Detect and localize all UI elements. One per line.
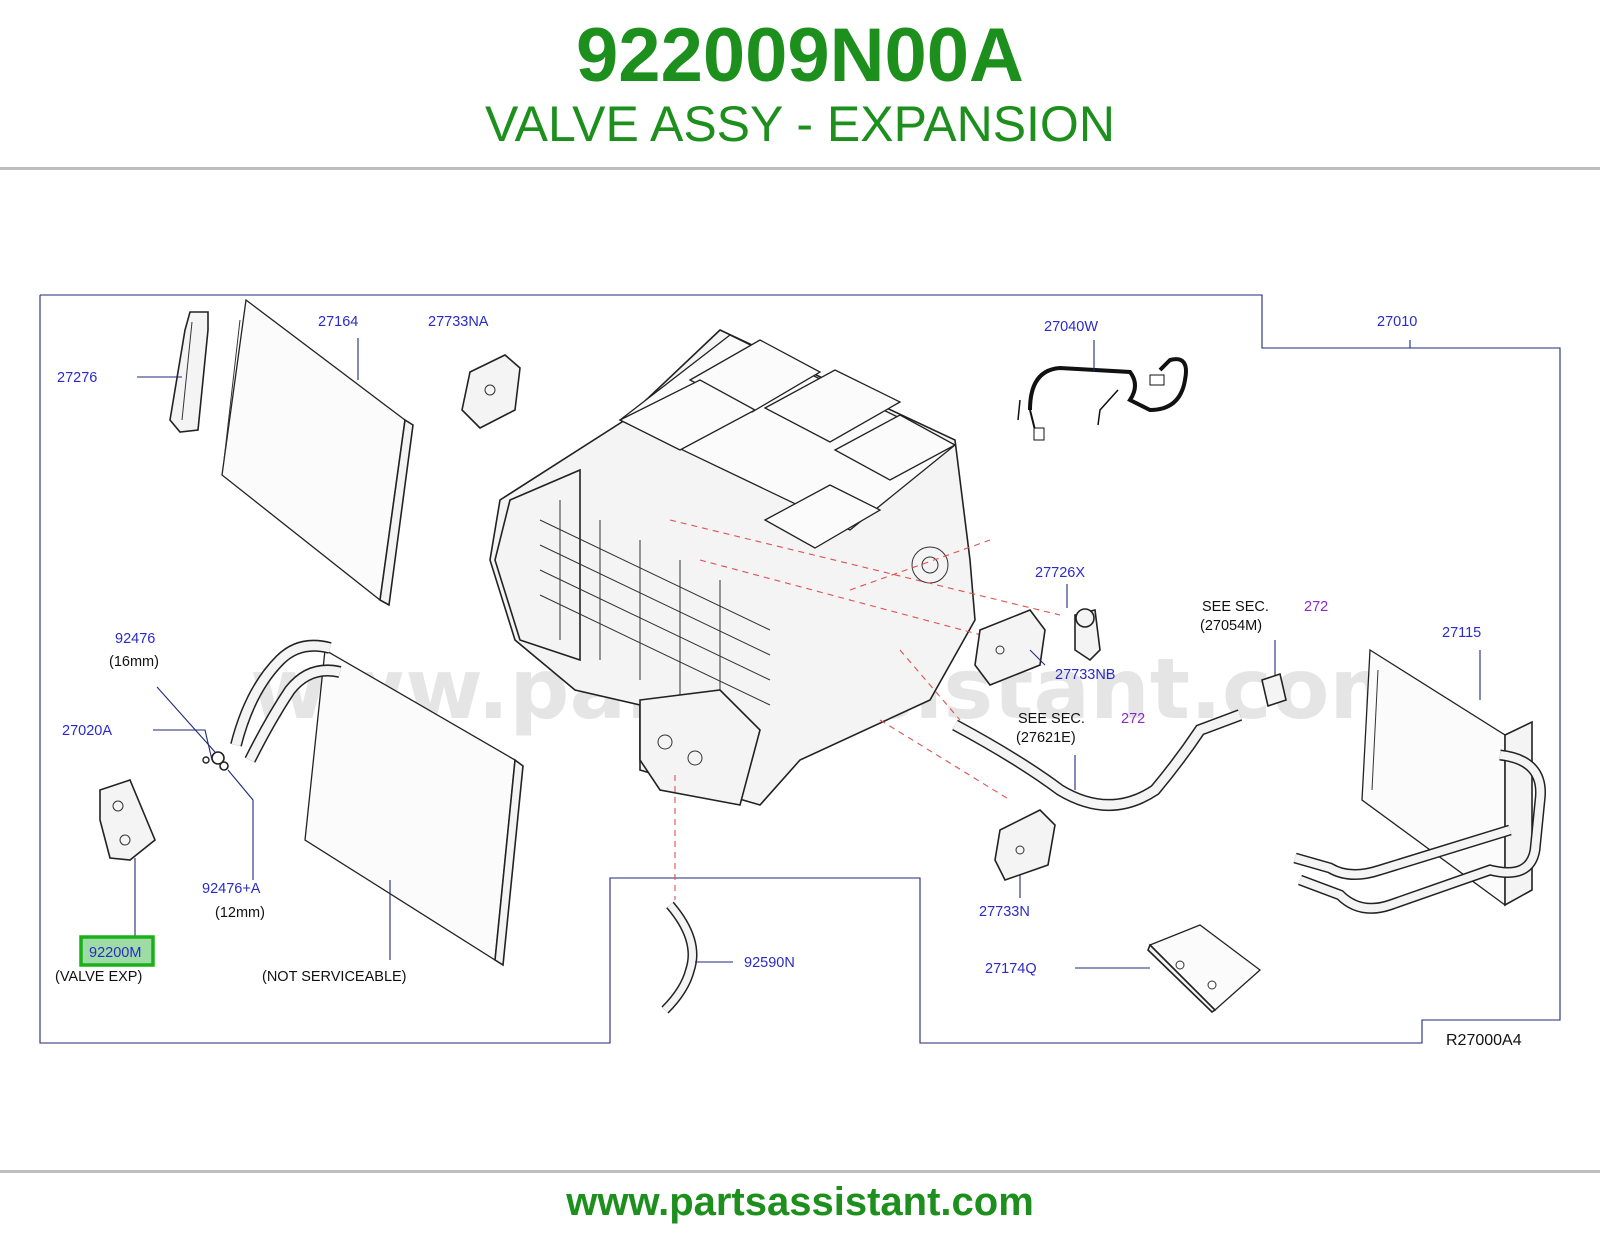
part-27054m-sensor[interactable] [1261,672,1287,708]
callout-27726x[interactable]: 27726X [1035,565,1085,581]
part-27733nb-actuator[interactable] [974,609,1046,686]
leader-lines [134,338,1481,969]
header-divider [0,167,1600,170]
part-27174q-insulator[interactable] [1147,924,1262,1014]
part-27115-heater-core[interactable] [1293,648,1546,914]
see-section-label-2: SEE SEC. [1018,711,1085,727]
note-not-serviceable: (NOT SERVICEABLE) [262,969,407,985]
see-section-ref-1[interactable]: 272 [1304,599,1328,615]
part-27733na-actuator[interactable] [461,354,521,429]
callout-27733nb[interactable]: 27733NB [1055,667,1115,683]
callout-27010[interactable]: 27010 [1377,314,1417,330]
part-evaporator[interactable] [230,639,524,967]
callout-92200m-note: (VALVE EXP) [55,969,142,985]
callout-27276[interactable]: 27276 [57,370,97,386]
part-number-title: 922009N00A [576,13,1024,98]
see-section-part-27054m: (27054M) [1200,618,1262,634]
diagram-frame [39,294,1561,1044]
callout-27020a[interactable]: 27020A [62,723,112,739]
part-92200m-expansion-valve[interactable] [99,779,156,861]
see-section-part-27621e: (27621E) [1016,730,1076,746]
callout-27115[interactable]: 27115 [1442,625,1481,641]
callout-27733na[interactable]: 27733NA [428,314,489,330]
callout-92476[interactable]: 92476 [115,631,155,647]
part-27276-bracket[interactable] [169,311,209,433]
guide-lines [669,519,1061,900]
highlight-box-92200m [79,935,155,967]
part-27040w-harness[interactable] [1017,357,1188,441]
footer-divider [0,1170,1600,1173]
footer-site-url[interactable]: www.partsassistant.com [566,1180,1034,1224]
page-header: 922009N00A VALVE ASSY - EXPANSION [0,0,1600,170]
part-27164-filter[interactable] [221,298,414,607]
callout-92200m[interactable]: 92200M [89,945,141,961]
callout-27174q[interactable]: 27174Q [985,961,1037,977]
part-27621e-hose[interactable] [952,709,1243,811]
part-27726x-sensor[interactable] [1074,608,1101,662]
part-description-title: VALVE ASSY - EXPANSION [485,96,1115,152]
callout-92590n[interactable]: 92590N [744,955,795,971]
callout-92476-size: (16mm) [109,654,159,670]
callout-92476a-size: (12mm) [215,905,265,921]
part-92476-o-rings[interactable] [202,751,229,771]
part-27010-heater-unit[interactable] [489,329,976,806]
part-92590n-drain-hose[interactable] [661,901,698,1014]
callout-27040w[interactable]: 27040W [1044,319,1098,335]
drawing-id: R27000A4 [1446,1032,1522,1049]
see-section-label-1: SEE SEC. [1202,599,1269,615]
callout-27733n[interactable]: 27733N [979,904,1030,920]
see-section-ref-2[interactable]: 272 [1121,711,1145,727]
part-27733n-actuator[interactable] [994,809,1056,881]
callout-27164[interactable]: 27164 [318,314,358,330]
callout-92476a[interactable]: 92476+A [202,881,261,897]
